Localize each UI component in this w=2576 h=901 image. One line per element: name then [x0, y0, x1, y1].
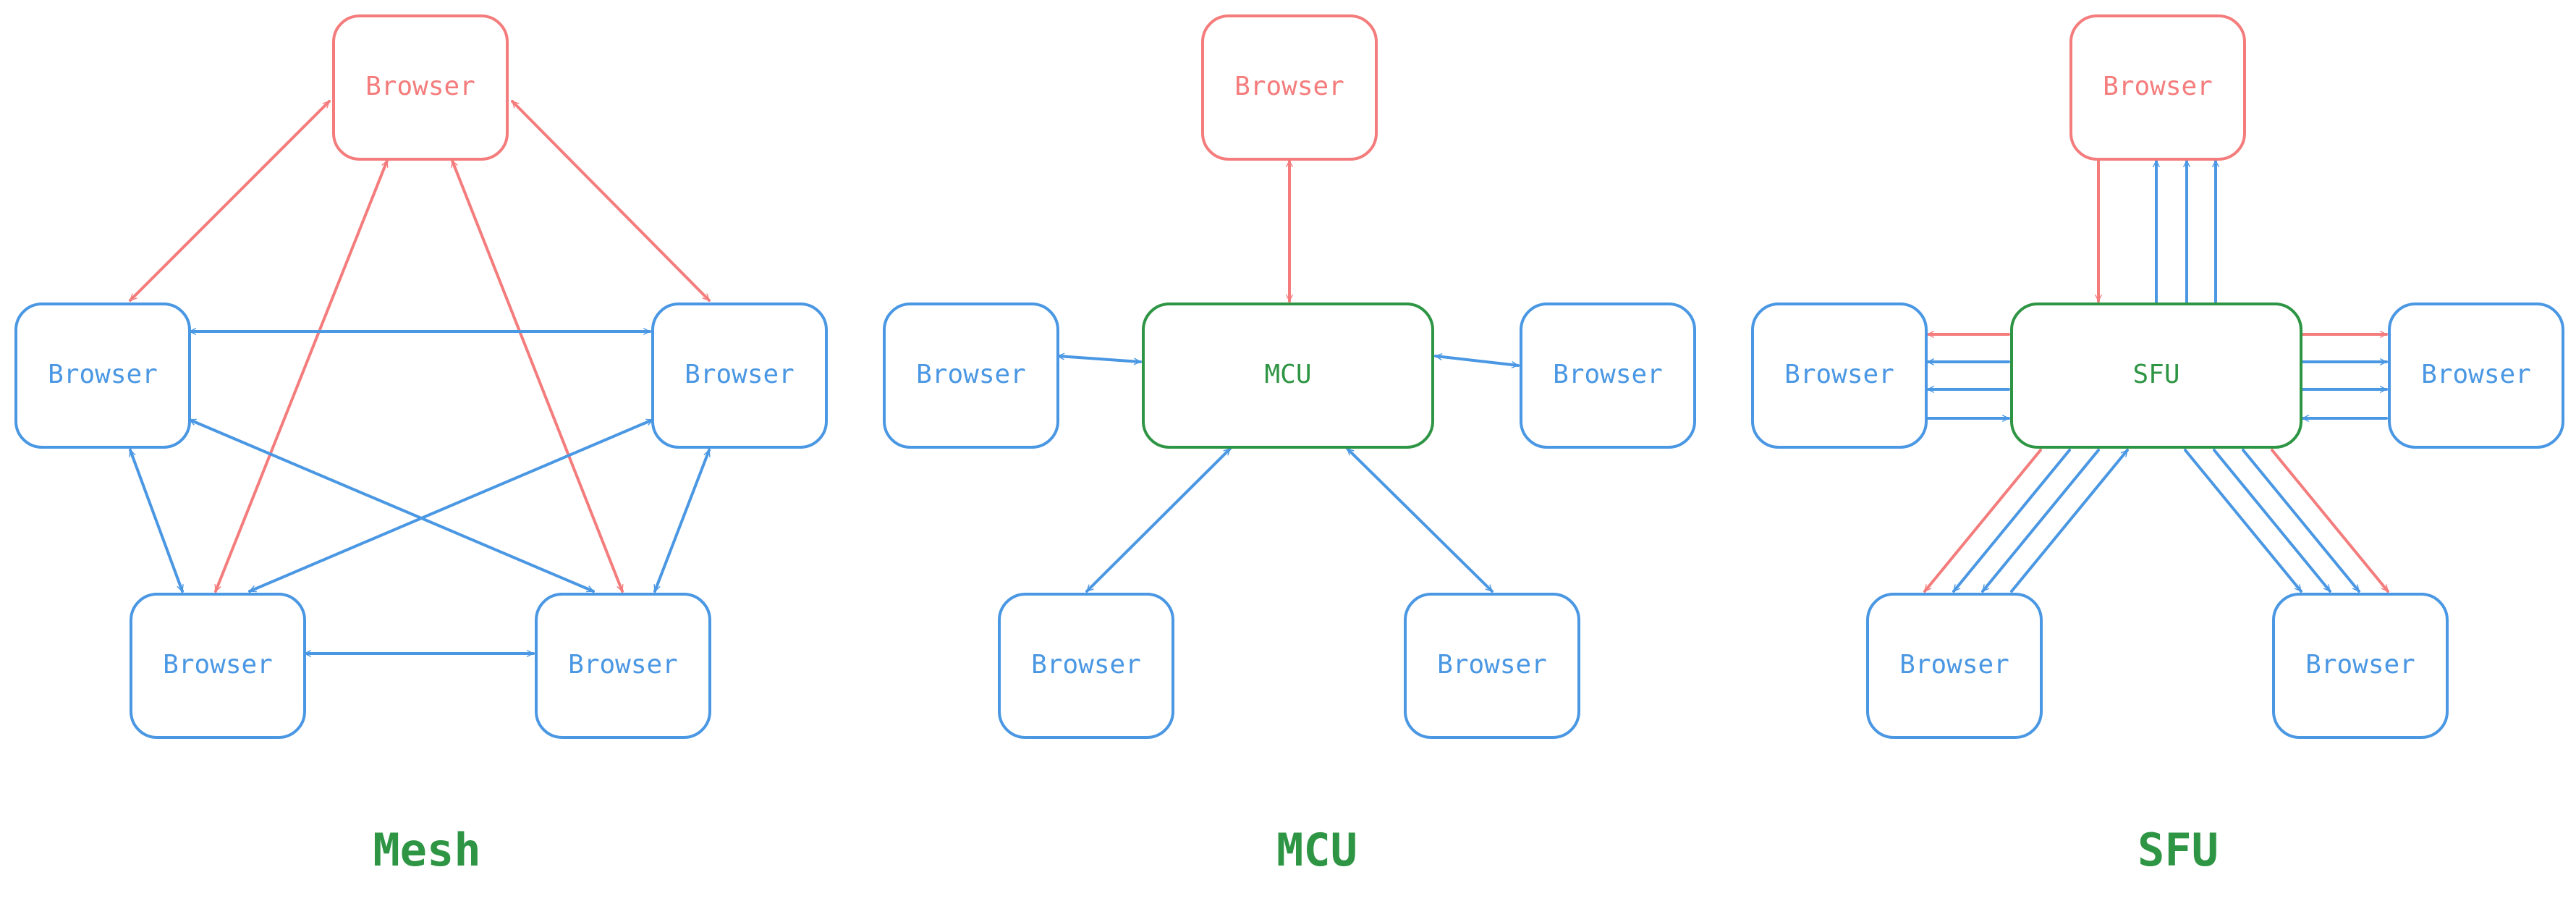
sfu-edge-bl-up	[2010, 449, 2129, 593]
sfu-edge-bl-out-2	[1981, 449, 2100, 593]
node-label: Browser	[916, 360, 1026, 389]
node-box	[2069, 14, 2246, 161]
node-box	[332, 14, 509, 161]
node-s-top: Browser	[2069, 14, 2246, 161]
sfu-edge-br-up	[2184, 449, 2302, 593]
node-label: Browser	[2103, 72, 2213, 101]
mesh-edge-top-bl	[214, 159, 389, 593]
node-m-left: Browser	[14, 303, 191, 449]
node-label: Browser	[1437, 650, 1547, 680]
node-label: Browser	[1234, 72, 1344, 101]
node-c-left: Browser	[883, 303, 1059, 449]
sfu-edge-br-in	[2271, 449, 2389, 593]
node-box	[1201, 14, 1378, 161]
node-c-right: Browser	[1520, 303, 1696, 449]
node-label: MCU	[1264, 360, 1311, 389]
sfu-edge-bl-out-1	[1952, 449, 2071, 593]
mesh-edge-top-br	[451, 159, 624, 593]
node-box	[1142, 303, 1434, 449]
node-box	[651, 303, 828, 449]
node-label: Browser	[1784, 360, 1894, 389]
mesh-edge-left-bl	[129, 449, 184, 593]
sfu-edge-br-out-1	[2213, 449, 2331, 593]
mesh-edge-top-right	[511, 100, 711, 302]
mesh-edge-right-bl	[248, 418, 654, 593]
node-box	[2388, 303, 2564, 449]
mcu-edge-center-bl	[1085, 447, 1232, 593]
mesh-edge-top-left	[129, 100, 331, 302]
node-box	[130, 593, 306, 739]
node-label: Browser	[1031, 650, 1141, 680]
sfu-edge-br-out-2	[2242, 449, 2360, 593]
node-s-left: Browser	[1751, 303, 1928, 449]
node-c-bl: Browser	[998, 593, 1174, 739]
node-label: Browser	[1899, 650, 2009, 680]
node-s-br: Browser	[2272, 593, 2449, 739]
node-box	[1751, 303, 1928, 449]
node-label: Browser	[685, 360, 795, 389]
mesh-title: Mesh	[373, 824, 480, 876]
node-s-center: SFU	[2010, 303, 2302, 449]
edges-layer	[129, 100, 2389, 653]
mcu-edge-right-center	[1434, 356, 1520, 365]
node-label: Browser	[163, 650, 273, 680]
node-label: Browser	[568, 650, 678, 680]
node-c-br: Browser	[1404, 593, 1580, 739]
node-c-center: MCU	[1142, 303, 1434, 449]
mcu-title: MCU	[1276, 824, 1357, 876]
node-box	[1520, 303, 1696, 449]
node-s-right: Browser	[2388, 303, 2564, 449]
node-box	[14, 303, 191, 449]
node-box	[883, 303, 1059, 449]
mcu-edge-left-center	[1056, 356, 1142, 362]
node-box	[2272, 593, 2449, 739]
node-c-top: Browser	[1201, 14, 1378, 161]
node-box	[1404, 593, 1580, 739]
mcu-edge-center-br	[1346, 447, 1494, 593]
node-box	[998, 593, 1174, 739]
node-box	[1866, 593, 2043, 739]
node-label: Browser	[2421, 360, 2531, 389]
node-label: Browser	[2305, 650, 2415, 680]
sfu-edge-bl-in	[1923, 449, 2042, 593]
node-label: SFU	[2132, 360, 2179, 389]
mesh-edge-right-br	[653, 449, 711, 593]
node-m-br: Browser	[535, 593, 711, 739]
node-label: Browser	[48, 360, 158, 389]
node-s-bl: Browser	[1866, 593, 2043, 739]
node-box	[535, 593, 711, 739]
node-m-top: Browser	[332, 14, 509, 161]
sfu-title: SFU	[2138, 824, 2219, 876]
node-label: Browser	[365, 72, 475, 101]
node-m-bl: Browser	[130, 593, 306, 739]
node-m-right: Browser	[651, 303, 828, 449]
node-label: Browser	[1553, 360, 1663, 389]
node-box	[2010, 303, 2302, 449]
